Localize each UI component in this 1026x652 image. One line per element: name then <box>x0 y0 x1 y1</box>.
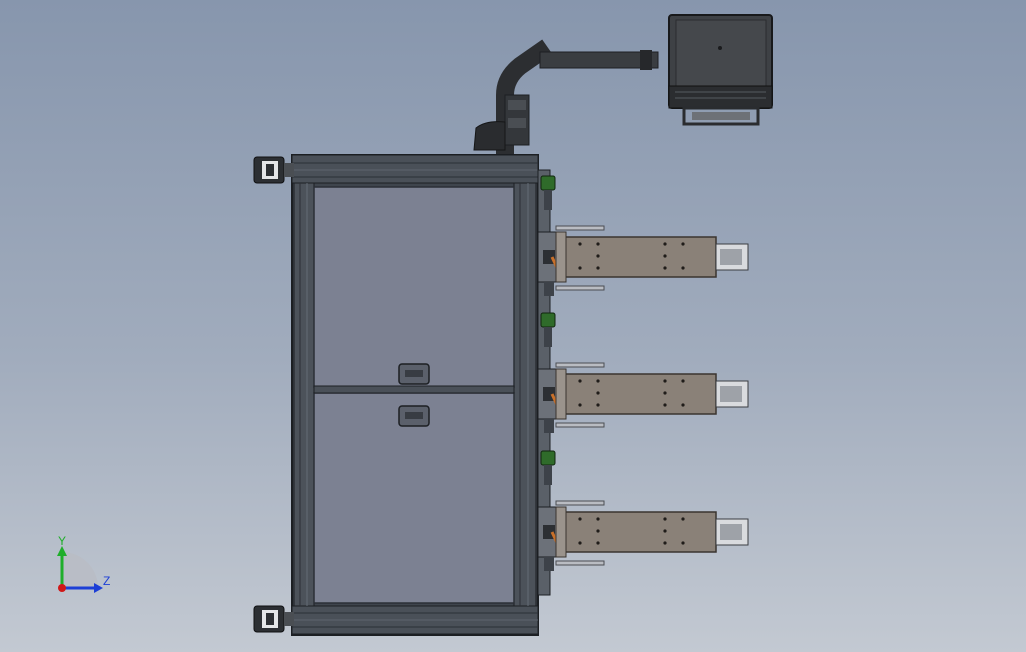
clamp-stem-2 <box>544 327 552 347</box>
bolt-3-4 <box>596 541 600 545</box>
carriage-inner-1 <box>720 249 742 265</box>
z-arrow-icon <box>94 583 103 593</box>
bolt-1-9 <box>596 254 600 258</box>
carriage-inner-2 <box>720 386 742 402</box>
bolt-2-9 <box>596 391 600 395</box>
bolt-1-7 <box>681 242 685 246</box>
bolt-3-2 <box>578 541 582 545</box>
cabinet-door-upper[interactable] <box>313 186 515 388</box>
bolt-2-8 <box>681 403 685 407</box>
door-handle-lower[interactable] <box>398 405 430 427</box>
bolt-1-3 <box>596 242 600 246</box>
actuator-endcap-3 <box>555 506 567 558</box>
clamp-3[interactable] <box>540 450 556 466</box>
clamp-1[interactable] <box>540 175 556 191</box>
clamp-stem-3 <box>544 465 552 485</box>
actuator-module-1[interactable] <box>537 175 749 296</box>
actuator-endcap-2 <box>555 368 567 420</box>
bolt-3-8 <box>681 541 685 545</box>
upper-rod-2 <box>555 362 605 368</box>
lower-rod-1 <box>555 285 605 291</box>
actuator-body-2[interactable] <box>561 373 717 415</box>
carriage-inner-3 <box>720 524 742 540</box>
lower-rod-2 <box>555 422 605 428</box>
actuator-body-3[interactable] <box>561 511 717 553</box>
actuator-module-2[interactable] <box>537 312 749 433</box>
bolt-1-5 <box>663 242 667 246</box>
clamp-stem-1 <box>544 190 552 210</box>
bolt-3-1 <box>578 517 582 521</box>
monitor[interactable] <box>668 14 773 126</box>
clamp-2[interactable] <box>540 312 556 328</box>
bolt-2-10 <box>663 391 667 395</box>
bolt-2-3 <box>596 379 600 383</box>
actuator-module-3[interactable] <box>537 450 749 571</box>
y-axis-label: Y <box>58 534 66 548</box>
bolt-3-5 <box>663 517 667 521</box>
bolt-3-7 <box>681 517 685 521</box>
bolt-1-10 <box>663 254 667 258</box>
x-axis-dot <box>58 584 66 592</box>
bolt-2-6 <box>663 403 667 407</box>
lower-bracket-1 <box>544 282 554 296</box>
bolt-3-10 <box>663 529 667 533</box>
bolt-1-1 <box>578 242 582 246</box>
monitor-arm[interactable] <box>473 39 659 154</box>
actuator-body-1[interactable] <box>561 236 717 278</box>
door-handle-upper[interactable] <box>398 363 430 385</box>
cabinet-door-lower[interactable] <box>313 392 515 604</box>
bolt-1-6 <box>663 266 667 270</box>
bolt-3-9 <box>596 529 600 533</box>
caster-top[interactable] <box>253 156 294 184</box>
z-axis-label: Z <box>103 574 110 588</box>
bolt-2-1 <box>578 379 582 383</box>
actuator-endcap-1 <box>555 231 567 283</box>
bolt-2-5 <box>663 379 667 383</box>
door-divider <box>313 385 515 394</box>
bolt-1-2 <box>578 266 582 270</box>
lower-bracket-2 <box>544 419 554 433</box>
lower-bracket-3 <box>544 557 554 571</box>
bolt-3-3 <box>596 517 600 521</box>
bolt-1-8 <box>681 266 685 270</box>
axis-triad[interactable]: Y Z <box>57 534 110 593</box>
bolt-3-6 <box>663 541 667 545</box>
upper-rod-1 <box>555 225 605 231</box>
caster-bottom[interactable] <box>253 605 294 633</box>
bolt-2-4 <box>596 403 600 407</box>
y-arrow-icon <box>57 546 67 556</box>
bolt-1-4 <box>596 266 600 270</box>
upper-rod-3 <box>555 500 605 506</box>
bolt-2-7 <box>681 379 685 383</box>
lower-rod-3 <box>555 560 605 566</box>
triad-arc <box>62 552 98 588</box>
bolt-2-2 <box>578 403 582 407</box>
